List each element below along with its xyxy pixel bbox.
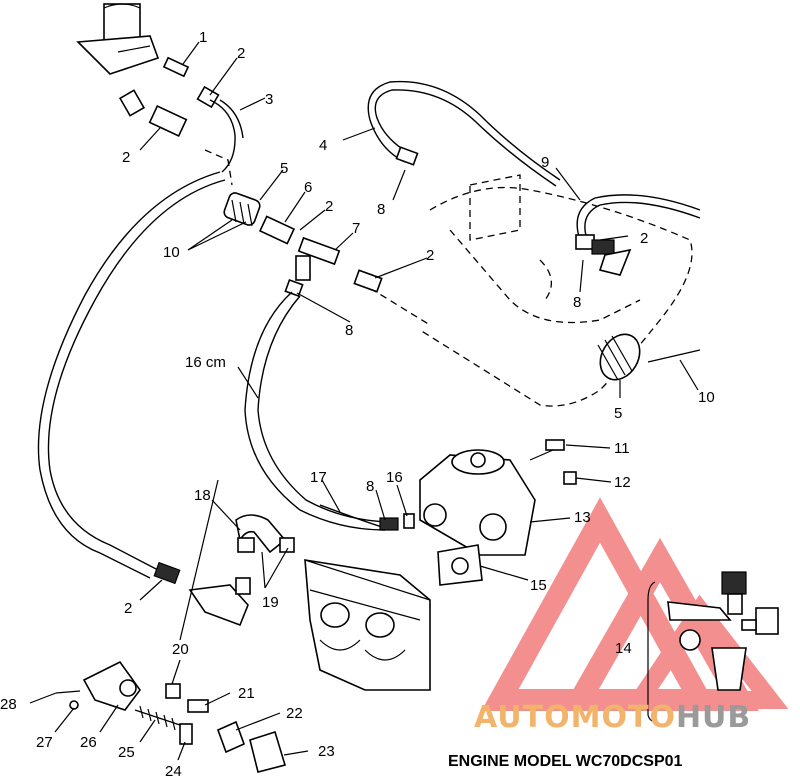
callout-12: 12 <box>614 474 631 491</box>
callout-19: 19 <box>262 594 279 611</box>
washer-27 <box>69 700 79 710</box>
vent-hose-arrow <box>204 149 233 186</box>
tee-fitting-7 <box>295 236 341 281</box>
callout-25: 25 <box>118 744 135 761</box>
spring-25 <box>134 705 181 731</box>
fitting-1 <box>162 56 190 78</box>
gasket-22 <box>216 720 246 754</box>
water-fitting-elbow <box>188 577 251 627</box>
callout-21: 21 <box>238 685 255 702</box>
inset-14 <box>647 571 779 723</box>
watermark-suffix: HUB <box>676 700 751 735</box>
fuel-line-long <box>47 179 226 571</box>
callout-3: 3 <box>265 91 273 108</box>
engine-block <box>304 559 431 691</box>
callout-20: 20 <box>172 641 189 658</box>
vent-hose-4 <box>367 80 561 181</box>
spring-strainer-5b <box>597 333 641 381</box>
callout-2d: 2 <box>640 230 648 247</box>
callout-10b: 10 <box>698 389 715 406</box>
engine-model-caption: ENGINE MODEL WC70DCSP01 <box>448 753 683 770</box>
pin-10b <box>647 349 701 363</box>
fuel-valve-housing <box>76 3 160 75</box>
callout-2f: 2 <box>124 600 132 617</box>
callout-22: 22 <box>286 705 303 722</box>
bolt-12 <box>563 471 577 485</box>
callout-13: 13 <box>574 509 591 526</box>
callout-2c: 2 <box>325 198 333 215</box>
callout-1: 1 <box>199 29 207 46</box>
callout-7: 7 <box>352 220 360 237</box>
hose-17 <box>319 504 386 529</box>
callout-6: 6 <box>304 179 312 196</box>
callout-4: 4 <box>319 137 327 154</box>
callout-14: 14 <box>615 640 632 657</box>
callout-9: 9 <box>541 154 549 171</box>
callout-8b: 8 <box>573 294 581 311</box>
callout-2a: 2 <box>237 45 245 62</box>
callout-15: 15 <box>530 577 547 594</box>
callout-2b: 2 <box>122 149 130 166</box>
cover-23 <box>249 730 287 773</box>
exhaust-manifold-13 <box>419 449 536 556</box>
leader-lines <box>29 41 699 761</box>
fitting-6 <box>258 215 296 245</box>
callout-24: 24 <box>165 763 182 780</box>
watermark-text: AUTOMOTOHUB <box>474 700 751 735</box>
watermark-prefix: AUTOMOTO <box>474 700 676 735</box>
callout-11: 11 <box>614 440 630 457</box>
gasket-15 <box>437 544 483 586</box>
callout-labels: 1 2 3 2 4 8 9 5 6 2 2 10 7 2 8 8 16 cm 5… <box>0 29 715 780</box>
elbow-hose-18 <box>235 514 295 554</box>
callout-16: 16 <box>386 469 403 486</box>
fitting-16 <box>403 513 415 529</box>
hull-outline-dashed <box>419 174 693 407</box>
valve-assembly-26 <box>82 660 141 711</box>
callout-8d: 8 <box>366 478 374 495</box>
hose-9 <box>576 194 701 241</box>
fitting-24 <box>179 723 193 745</box>
strainer-5 <box>223 192 261 227</box>
callout-2e: 2 <box>426 247 434 264</box>
hose-16cm <box>244 291 386 531</box>
screw-28 <box>55 690 81 694</box>
callout-8c: 8 <box>345 322 353 339</box>
callout-8a: 8 <box>377 201 385 218</box>
callout-26: 26 <box>80 734 97 751</box>
clamp-2f <box>153 561 181 585</box>
callout-10a: 10 <box>163 244 180 261</box>
callout-27: 27 <box>36 734 53 751</box>
callout-17: 17 <box>310 469 327 486</box>
ball-20 <box>165 683 181 699</box>
callout-23: 23 <box>318 743 335 760</box>
callout-28: 28 <box>0 696 17 713</box>
callout-5b: 5 <box>614 405 622 422</box>
hose-3 <box>209 99 236 173</box>
hose-clamps-top <box>118 85 220 137</box>
callout-18: 18 <box>194 487 211 504</box>
callout-16cm: 16 cm <box>185 354 226 371</box>
fitting-21 <box>187 699 209 713</box>
callout-5a: 5 <box>280 160 288 177</box>
